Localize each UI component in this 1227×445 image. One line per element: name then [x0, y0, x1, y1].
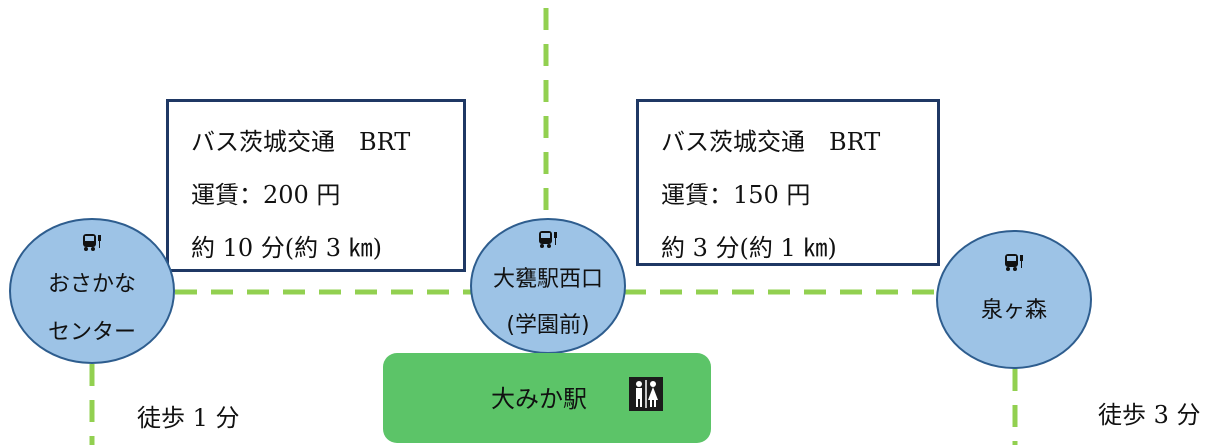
stop-name: 泉ヶ森: [980, 298, 1047, 323]
stop-name-line2: センター: [47, 320, 136, 345]
walk-time-left: 徒歩 1 分: [137, 404, 240, 432]
fare-label: 運賃：200 円: [191, 181, 341, 209]
station-omika: 大みか駅: [383, 353, 711, 443]
bus-icon: [83, 234, 101, 251]
fare-box-west: バス茨城交通 BRT 運賃：200 円 約 10 分(約 3 ㎞): [166, 99, 466, 272]
travel-time-label: 約 10 分(約 3 ㎞): [191, 234, 383, 262]
operator-label: バス茨城交通 BRT: [661, 128, 881, 156]
fare-label: 運賃：150 円: [661, 181, 811, 209]
stop-name-line1: 大甕駅西口: [492, 267, 603, 292]
operator-label: バス茨城交通 BRT: [191, 128, 411, 156]
bus-icon: [539, 231, 557, 248]
walk-time-right: 徒歩 3 分: [1098, 401, 1201, 429]
bus-stop-omika-west: 大甕駅西口 (学園前): [470, 218, 626, 354]
restroom-icon: [629, 377, 663, 411]
station-name: 大みか駅: [491, 385, 587, 413]
bus-stop-osakana-center: おさかな センター: [9, 218, 175, 364]
stop-name-line2: (学園前): [506, 313, 590, 338]
bus-icon: [1005, 254, 1023, 271]
travel-time-label: 約 3 分(約 1 ㎞): [661, 234, 837, 262]
stop-name-line1: おさかな: [47, 272, 136, 297]
fare-box-east: バス茨城交通 BRT 運賃：150 円 約 3 分(約 1 ㎞): [636, 99, 940, 266]
bus-stop-izumigamori: 泉ヶ森: [936, 230, 1092, 369]
